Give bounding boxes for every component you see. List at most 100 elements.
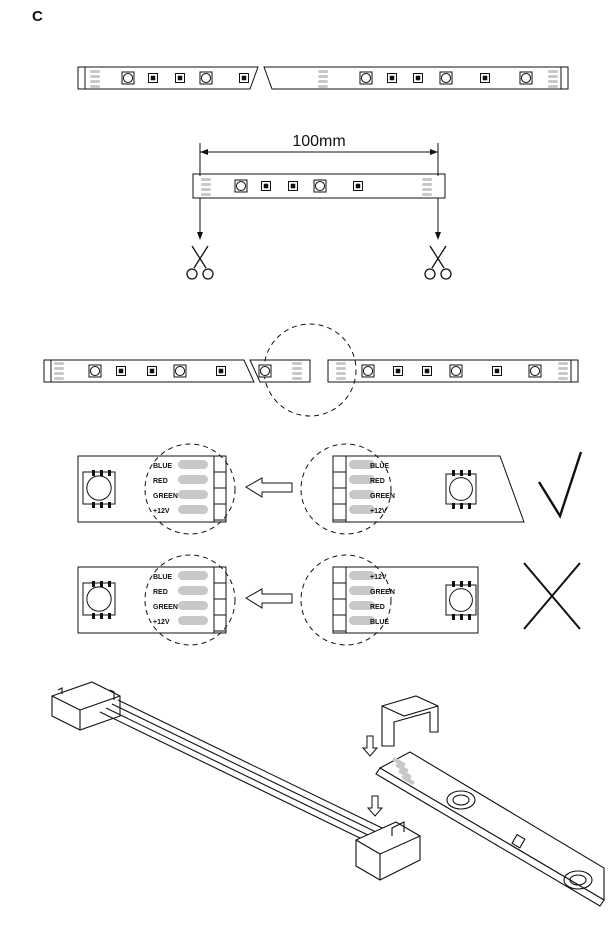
solder-pad <box>201 183 211 186</box>
solder-pad <box>392 757 406 767</box>
pin-label: GREEN <box>153 604 178 611</box>
solder-pad <box>349 616 375 625</box>
solder-pad <box>90 70 100 73</box>
arrow-left-icon <box>245 477 293 498</box>
measured-strip: 100mm <box>192 133 446 240</box>
solder-pad <box>54 367 64 370</box>
solder-pad <box>292 372 302 375</box>
solder-pad <box>349 601 375 610</box>
solder-pad <box>90 85 100 88</box>
connector-assembly <box>51 681 605 907</box>
solder-pad <box>201 178 211 181</box>
solder-pad <box>336 372 346 375</box>
led-chip-5050 <box>449 364 463 378</box>
solder-pad <box>558 377 568 380</box>
solder-pad <box>336 367 346 370</box>
solder-pad <box>422 178 432 181</box>
led-chip-5050 <box>199 71 213 85</box>
solder-pad <box>336 377 346 380</box>
solder-pad <box>178 490 208 499</box>
strip-joint-piece <box>249 359 311 383</box>
solder-pad <box>349 586 375 595</box>
pin-label: +12V <box>370 508 387 515</box>
solder-pad <box>548 85 558 88</box>
solder-pad <box>90 80 100 83</box>
solder-pad <box>178 460 208 469</box>
solder-pad <box>422 188 432 191</box>
solder-pad-group <box>548 70 558 88</box>
solder-pad <box>395 763 409 773</box>
figure-label: C <box>32 8 43 25</box>
solder-pad <box>349 475 375 484</box>
led-chip-5050 <box>88 364 102 378</box>
strip-joint-row <box>43 323 579 417</box>
scissors-icon <box>424 245 452 280</box>
led-chip-5050 <box>439 71 453 85</box>
resistor-chip <box>239 73 249 83</box>
solder-pad <box>548 80 558 83</box>
solder-pad <box>201 193 211 196</box>
resistor-chip <box>480 73 490 83</box>
pin-label: RED <box>370 604 385 611</box>
strip-left-long <box>43 359 255 383</box>
resistor-chip <box>147 366 157 376</box>
resistor-chip <box>261 181 271 191</box>
solder-pad <box>178 586 208 595</box>
pin-label: +12V <box>153 619 170 626</box>
resistor-chip <box>413 73 423 83</box>
solder-pad-group <box>336 362 346 380</box>
zoom-circle <box>144 554 236 646</box>
led-chip-5050 <box>528 364 542 378</box>
pin-label: GREEN <box>370 589 395 596</box>
solder-pad <box>422 183 432 186</box>
connector-left <box>51 681 121 731</box>
solder-pad <box>548 70 558 73</box>
joined-strip-top <box>77 66 569 90</box>
pin-label: +12V <box>153 508 170 515</box>
solder-pad-group <box>422 178 432 196</box>
solder-pad <box>90 75 100 78</box>
solder-pad <box>558 362 568 365</box>
led-chip-5050 <box>361 364 375 378</box>
strip-left-segment <box>77 66 259 90</box>
pin-label: BLUE <box>153 463 172 470</box>
led-chip-5050 <box>82 471 116 505</box>
resistor-chip <box>387 73 397 83</box>
led-chip-5050 <box>82 582 116 616</box>
solder-pad <box>292 377 302 380</box>
solder-pad <box>54 372 64 375</box>
solder-pad <box>178 616 208 625</box>
led-chip-5050 <box>359 71 373 85</box>
solder-pad <box>201 188 211 191</box>
arrow-down-icon <box>361 735 379 757</box>
solder-pad <box>318 85 328 88</box>
solder-pad-group <box>54 362 64 380</box>
pin-label: RED <box>153 589 168 596</box>
cross-icon <box>523 562 581 630</box>
resistor-chip <box>422 366 432 376</box>
solder-pad-group <box>558 362 568 380</box>
solder-pad <box>178 601 208 610</box>
pin-label: RED <box>370 478 385 485</box>
zoom-circle <box>144 443 236 535</box>
solder-pad <box>54 377 64 380</box>
solder-pad <box>349 490 375 499</box>
solder-pad <box>318 70 328 73</box>
resistor-chip <box>288 181 298 191</box>
pin-label: RED <box>153 478 168 485</box>
solder-pad <box>292 367 302 370</box>
solder-pad-group <box>292 362 302 380</box>
scissors-icon <box>186 245 214 280</box>
solder-pad-group <box>90 70 100 88</box>
solder-pad <box>54 362 64 365</box>
solder-pad-group <box>318 70 328 88</box>
pin-label: GREEN <box>153 493 178 500</box>
clip-cap <box>381 695 439 747</box>
strip-right-long <box>327 359 579 383</box>
solder-pad <box>292 362 302 365</box>
resistor-chip <box>353 181 363 191</box>
